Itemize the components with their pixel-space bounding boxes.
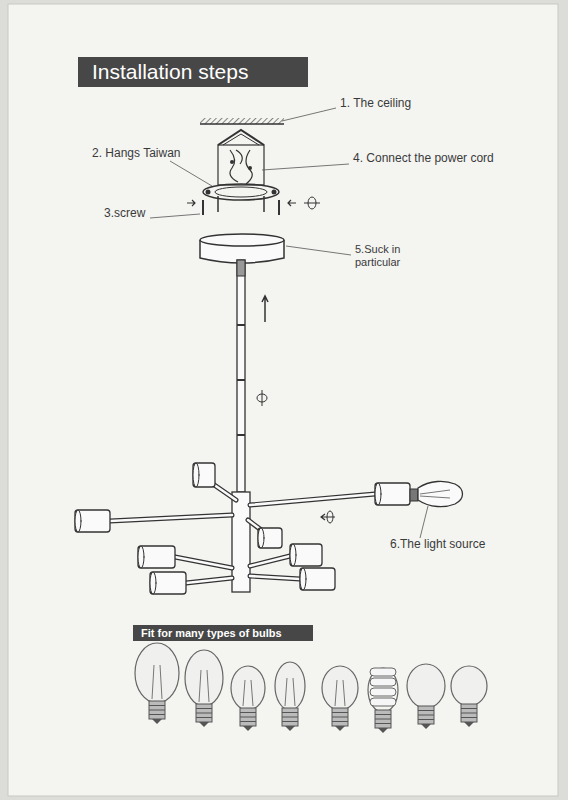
bulb-types — [135, 643, 487, 733]
lamp-arms — [75, 463, 410, 594]
callout-label: 2. Hangs Taiwan — [92, 147, 181, 161]
callout-label: 6.The light source — [390, 538, 485, 552]
caption-band: Fit for many types of bulbs — [133, 625, 313, 641]
callout-label: 1. The ceiling — [340, 97, 411, 111]
callout-label: 5.Suck in particular — [355, 243, 417, 268]
title-band: Installation steps — [78, 57, 308, 87]
callout-label: 3.screw — [104, 207, 145, 221]
band-text: Fit for many types of bulbs — [141, 627, 305, 639]
callout-label: 4. Connect the power cord — [353, 152, 494, 166]
title: Installation steps — [92, 60, 294, 84]
